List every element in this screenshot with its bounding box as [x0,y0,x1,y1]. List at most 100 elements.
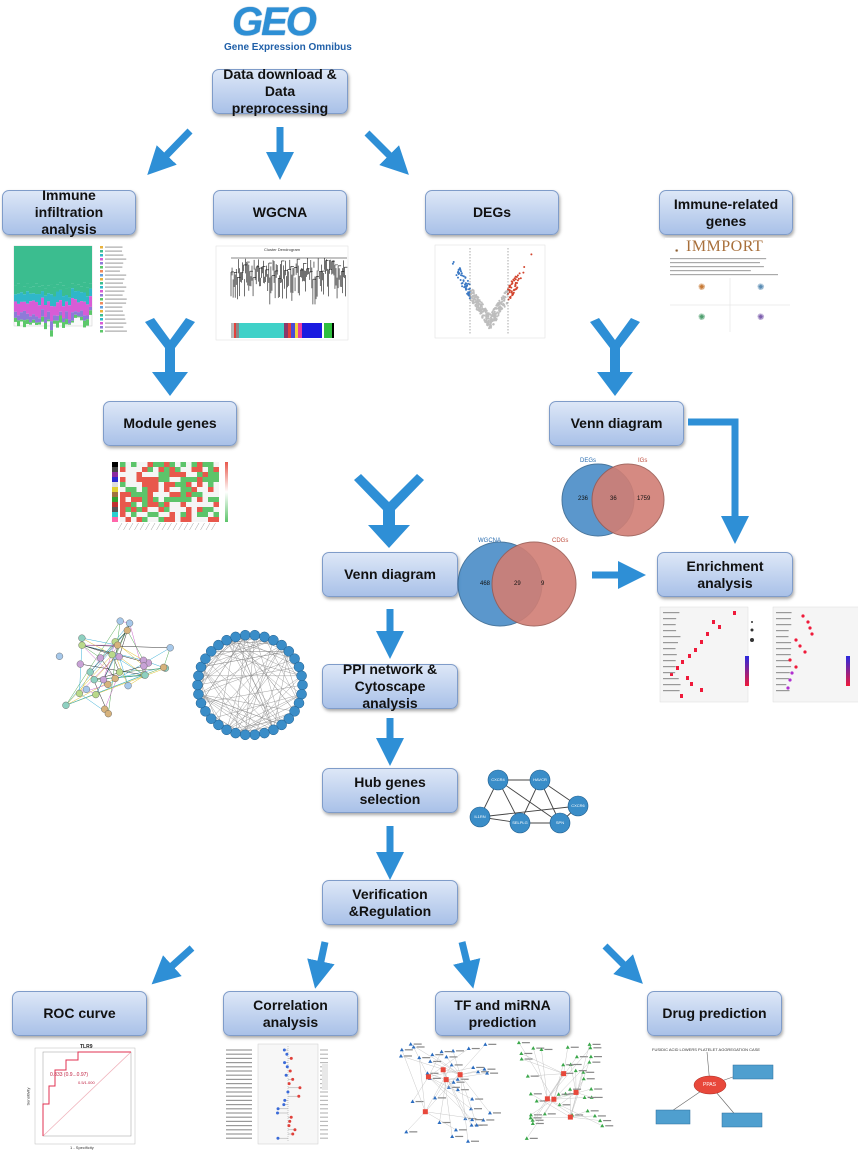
heatmap-cell [125,497,131,502]
legend-text-line [105,306,123,308]
heatmap-cell [197,507,203,512]
module-color-key [112,492,118,497]
stacked-bar-segment [77,290,80,303]
heatmap-cell [191,477,197,482]
heatmap-cell [136,462,142,467]
heatmap-cell [213,472,219,477]
module-color-band [236,323,239,338]
immport-text-line [670,270,751,272]
legend-text-line [105,298,127,300]
regulation-edge [446,1072,488,1080]
enrichment-term-label [776,672,790,674]
stacked-bar-segment [74,246,77,286]
hub-node [529,769,551,791]
stacked-bar-segment [74,291,77,300]
heatmap-cell [186,517,192,522]
volcano-point [492,314,495,317]
heatmap-x-tick [156,522,161,531]
regulator-node [451,1080,456,1084]
string-node [82,685,91,694]
volcano-point [485,319,488,322]
hub-gene-node [425,1074,431,1080]
ppi-string-network [55,617,174,718]
enrichment-dot [690,682,693,686]
heatmap-cell [120,502,126,507]
heatmap-cell [125,462,131,467]
regulator-label [592,1061,601,1063]
enrichment-term-label [663,666,676,668]
heatmap-cell [153,492,159,497]
venn-mid-a-only: 468 [480,581,491,587]
correlation-thumbnail [226,1043,328,1145]
enrichment-dot [788,658,792,662]
p-value-label [320,1129,328,1131]
legend-text-line [105,330,127,332]
stacked-bar-segment [53,320,56,324]
ppi-node [195,697,207,709]
heatmap-cell [213,492,219,497]
string-node [62,701,70,709]
volcano-point [484,307,487,310]
regulation-edge [452,1050,461,1075]
enrichment-dot [718,625,721,629]
string-edge [89,623,130,673]
string-edge [79,671,91,694]
heatmap-cell [120,482,126,487]
lollipop-dot [276,1111,280,1115]
heatmap-cell [175,482,181,487]
heatmap-cell [147,507,153,512]
stacked-bar-segment [47,285,50,294]
volcano-point [462,280,465,282]
enrichment-term-label [663,690,680,692]
ppi-node [259,727,270,739]
regulator-node [568,1087,573,1091]
wgcna-box: WGCNA [213,190,347,235]
stacked-bar-segment [32,314,35,320]
string-node [104,680,112,689]
heatmap-cell [213,487,219,492]
volcano-point [510,291,513,294]
volcano-point [497,302,499,305]
regulator-node [476,1069,481,1074]
stacked-bar-segment [53,246,56,288]
volcano-point [494,317,497,320]
heatmap-cell [142,512,148,517]
regulator-label [575,1114,584,1116]
enrichment-term-label [776,660,791,662]
regulator-node [404,1129,409,1134]
stacked-bar-segment [41,297,44,310]
regulator-node [455,1087,460,1092]
regulation-edge [553,1097,585,1100]
heatmap-cell [169,467,175,472]
enrichment-dot [733,611,736,615]
volcano-point [489,322,492,325]
regulator-node [519,1051,524,1055]
legend-swatch [100,270,103,273]
volcano-point [470,289,473,292]
heatmap-cell [158,517,164,522]
volcano-point [468,297,471,300]
enrichment-term-label [776,678,789,680]
regulator-node [516,1040,521,1045]
heatmap-cell [186,462,192,467]
regulation-edge [439,1079,447,1123]
heatmap-cell [169,482,175,487]
regulator-node [471,1065,476,1069]
stacked-bar-segment [50,294,53,307]
enrichment-term-label [663,660,676,662]
heatmap-cell [169,512,175,517]
enrichment-term-label [663,630,677,632]
string-node [160,663,168,672]
string-node [75,689,84,698]
ppi-node [283,713,295,724]
hub-edge [479,805,579,818]
roc-point: 0.5/1.000 [78,1080,95,1085]
volcano-point [475,308,478,311]
volcano-point [502,299,505,302]
heatmap-cell [120,477,126,482]
venn-diagram-box-top: Venn diagram [549,401,684,446]
heatmap-x-tick [128,522,134,531]
string-node [78,641,86,649]
regulator-label [594,1088,603,1090]
arrow-to-tf [453,941,481,989]
